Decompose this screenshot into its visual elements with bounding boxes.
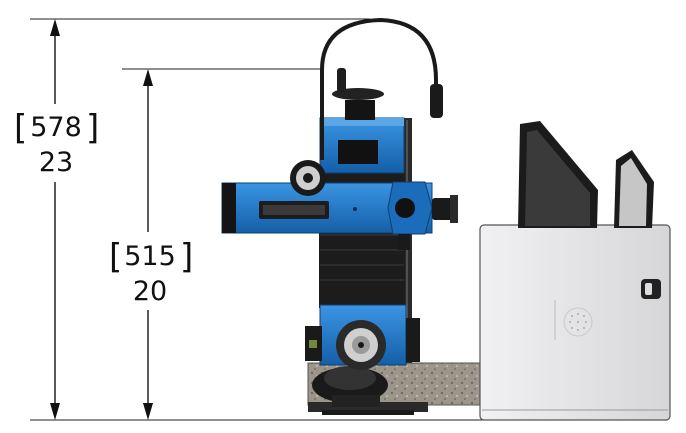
cabinet-handle-icon <box>641 279 661 299</box>
controller-cabinet <box>479 224 671 421</box>
focus-knob-upper <box>290 160 326 196</box>
vent-grille <box>563 307 593 337</box>
dim-515-inch-label: 20 <box>133 276 167 307</box>
bracket-close-icon: ] <box>86 108 99 148</box>
dim-515-mm-label: 515 <box>124 241 176 272</box>
bracket-open-icon: [ <box>14 108 27 148</box>
dim-578-mm-label: 578 <box>30 112 82 143</box>
monitor-secondary <box>614 150 654 228</box>
stage-knob <box>336 320 386 370</box>
bracket-close-icon: ] <box>180 237 193 277</box>
gooseneck-light <box>320 17 443 160</box>
joystick-controller <box>312 366 388 407</box>
monitor-primary <box>518 121 598 228</box>
dimension-578 <box>30 18 500 421</box>
optics-arm <box>221 181 458 250</box>
dim-578-inch-label: 23 <box>39 147 73 178</box>
top-drive-housing <box>319 68 405 174</box>
bracket-open-icon: [ <box>109 237 122 277</box>
